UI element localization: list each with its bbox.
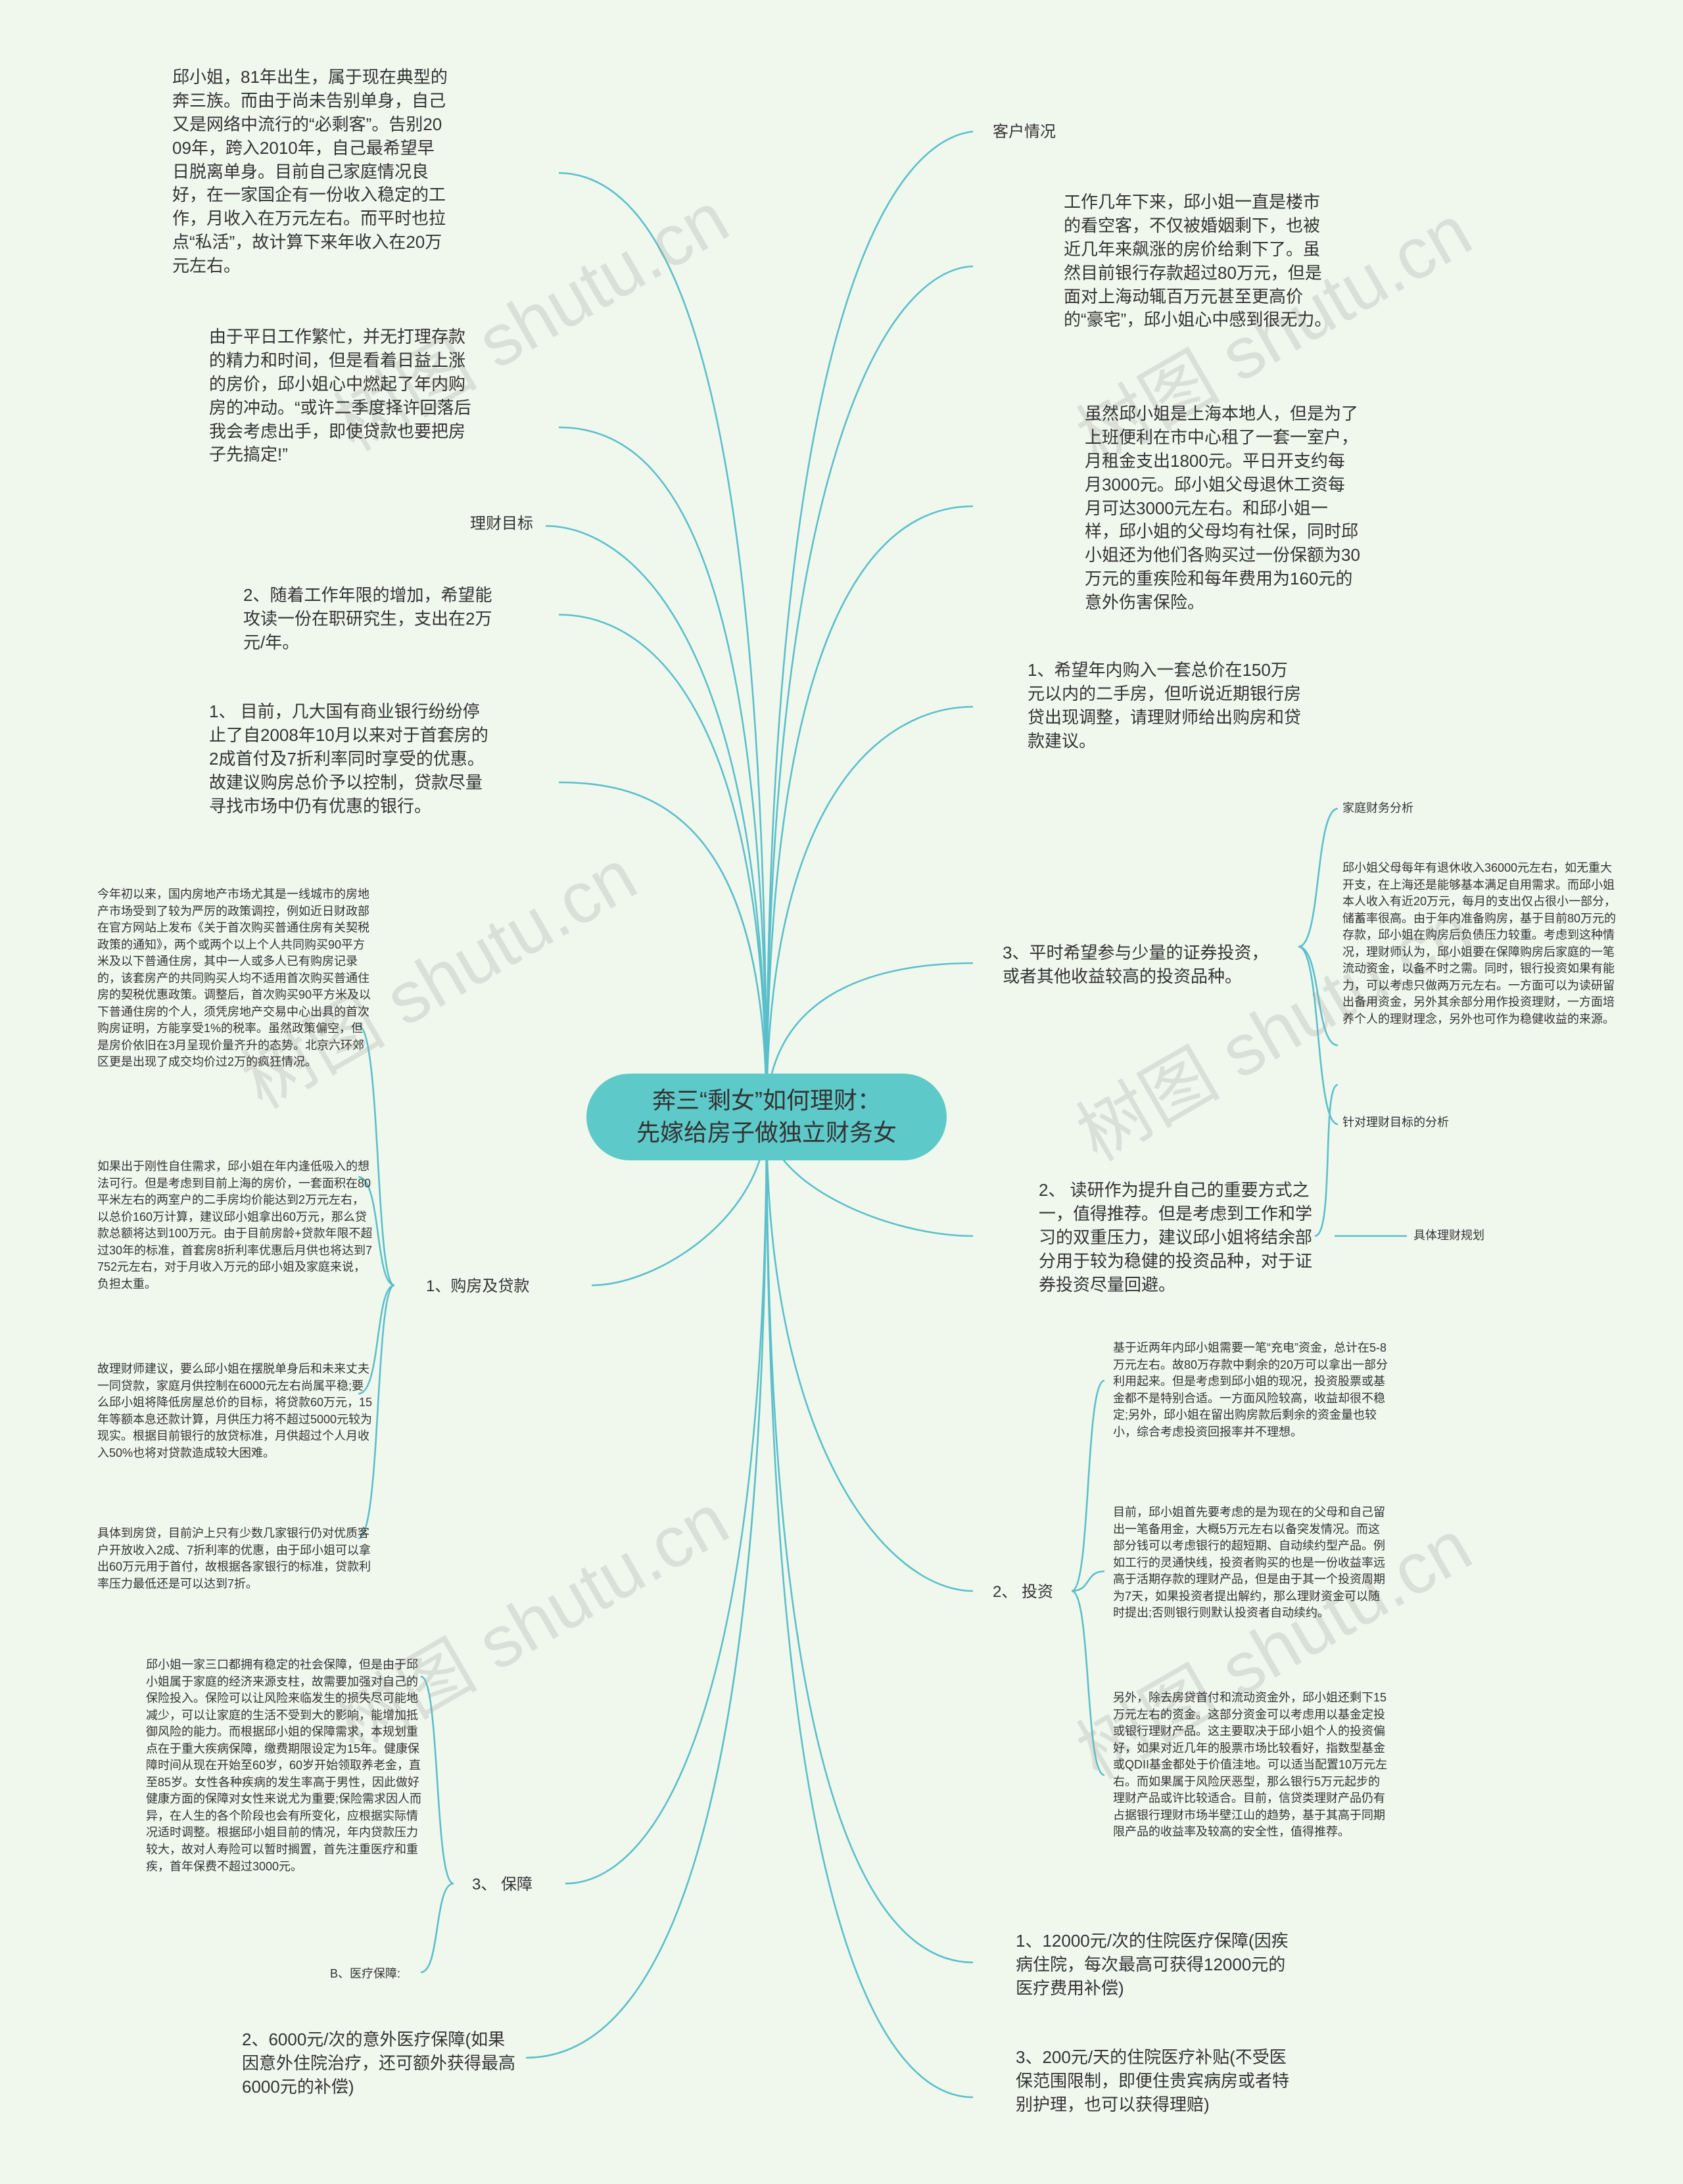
central-title-line2: 先嫁给房子做独立财务女: [636, 1119, 897, 1146]
node-loan-calc[interactable]: 如果出于刚性自住需求，邱小姐在年内逢低吸入的想法可行。但是考虑到目前上海的房价，…: [97, 1160, 373, 1291]
node-invest-fund[interactable]: 另外，除去房贷首付和流动资金外，邱小姐还剩下15万元左右的资金。这部分资金可以考…: [1113, 1691, 1388, 1839]
node-target-analysis-label[interactable]: 针对理财目标的分析: [1342, 1116, 1449, 1129]
node-goal-securities[interactable]: 3、平时希望参与少量的证券投资，或者其他收益较高的投资品种。: [1003, 943, 1269, 986]
node-study-advice[interactable]: 2、 读研作为提升自己的重要方式之一，值得推荐。但是考虑到工作和学习的双重压力，…: [1039, 1180, 1313, 1294]
node-insurance-text[interactable]: 邱小姐一家三口都拥有稳定的社会保障，但是由于邱小姐属于家庭的经济来源支柱，故需要…: [146, 1658, 421, 1873]
node-plan-label[interactable]: 具体理财规划: [1413, 1229, 1484, 1242]
node-invest-reserve[interactable]: 目前，邱小姐首先要考虑的是为现在的父母和自己留出一笔备用金，大概5万元左右以备突…: [1113, 1506, 1385, 1620]
central-title-line1: 奔三“剩女”如何理财：: [652, 1087, 881, 1114]
node-client-label[interactable]: 客户情况: [993, 123, 1056, 141]
node-work[interactable]: 工作几年下来，邱小姐一直是楼市的看空客，不仅被婚姻剩下，也被近几年来飙涨的房价给…: [1064, 192, 1332, 330]
node-family-analysis-label[interactable]: 家庭财务分析: [1342, 801, 1413, 815]
node-invest-saving[interactable]: 基于近两年内邱小姐需要一笔“充电”资金，总计在5-8万元左右。故80万存款中剩余…: [1113, 1341, 1388, 1438]
branch-insurance[interactable]: 3、 保障: [472, 1876, 533, 1893]
node-market[interactable]: 今年初以来，国内房地产市场尤其是一线城市的房地产市场受到了较为严厉的政策调控，例…: [97, 888, 371, 1069]
node-medical-label[interactable]: B、医疗保障:: [330, 1967, 401, 1980]
node-family[interactable]: 虽然邱小姐是上海本地人，但是为了上班便利在市中心租了一套一室户，月租金支出180…: [1085, 404, 1360, 612]
branch-invest[interactable]: 2、 投资: [993, 1583, 1054, 1601]
node-advice-bank[interactable]: 1、 目前，几大国有商业银行纷纷停止了自2008年10月以来对于首套房的2成首付…: [209, 701, 488, 816]
node-loan-bank[interactable]: 具体到房贷，目前沪上只有少数几家银行仍对优质客户开放收入2成、7折利率的优惠，由…: [97, 1527, 371, 1590]
branch-house-loan[interactable]: 1、购房及贷款: [426, 1277, 530, 1295]
node-goal-house[interactable]: 1、希望年内购入一套总价在150万元以内的二手房，但听说近期银行房贷出现调整，请…: [1028, 660, 1302, 751]
node-client-intro[interactable]: 邱小姐，81年出生，属于现在典型的奔三族。而由于尚未告别单身，自己又是网络中流行…: [172, 67, 448, 275]
node-med-hospital[interactable]: 1、12000元/次的住院医疗保障(因疾病住院，每次最高可获得12000元的医疗…: [1016, 1931, 1289, 1998]
central-topic[interactable]: 奔三“剩女”如何理财： 先嫁给房子做独立财务女: [586, 1074, 947, 1160]
node-family-analysis[interactable]: 邱小姐父母每年有退休收入36000元左右，如无重大开支，在上海还是能够基本满足自…: [1342, 861, 1617, 1026]
node-med-allowance[interactable]: 3、200元/天的住院医疗补贴(不受医保范围限制，即便住贵宾病房或者特别护理，也…: [1016, 2047, 1290, 2114]
node-loan-advice[interactable]: 故理财师建议，要么邱小姐在摆脱单身后和未来丈夫一同贷款，家庭月供控制在6000元…: [97, 1362, 373, 1460]
node-goal-label[interactable]: 理财目标: [470, 515, 533, 533]
node-med-accident[interactable]: 2、6000元/次的意外医疗保障(如果因意外住院治疗，还可额外获得最高6000元…: [242, 2030, 516, 2097]
node-buy-wish[interactable]: 由于平日工作繁忙，并无打理存款的精力和时间，但是看着日益上涨的房价，邱小姐心中燃…: [209, 327, 471, 465]
node-goal-study[interactable]: 2、随着工作年限的增加，希望能攻读一份在职研究生，支出在2万元/年。: [243, 585, 492, 652]
